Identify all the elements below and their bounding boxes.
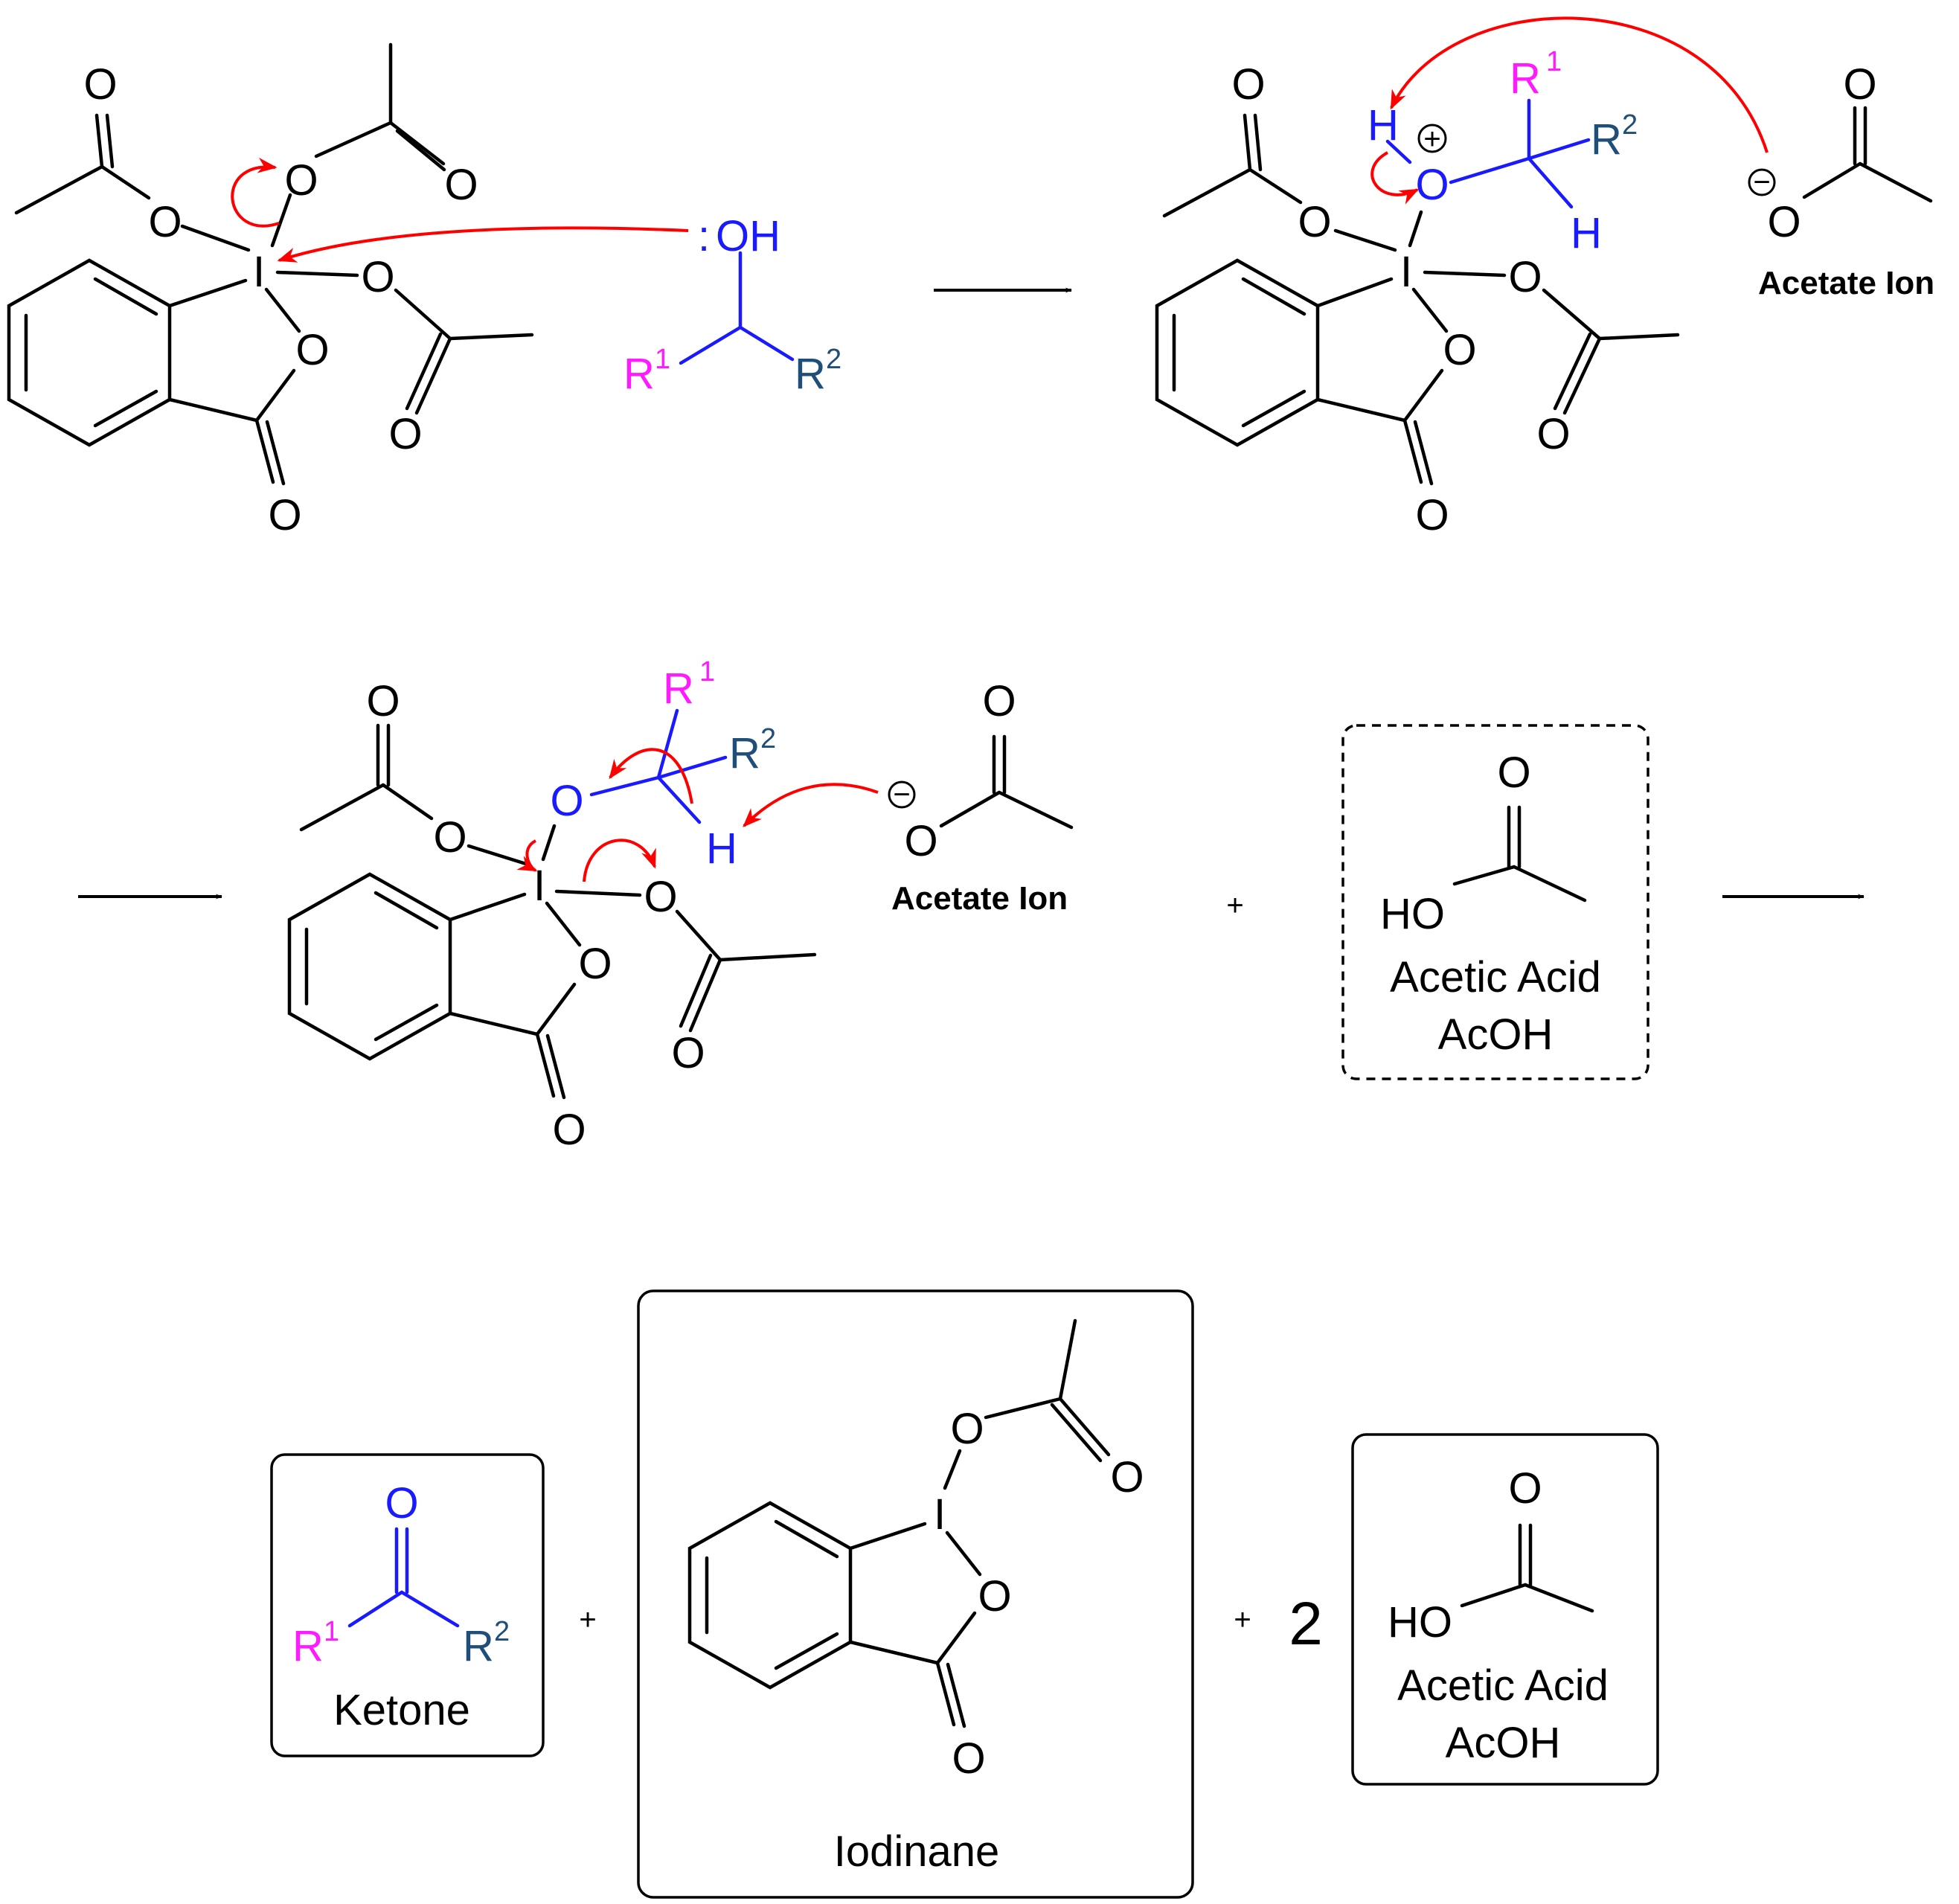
svg-text:2: 2 — [1622, 109, 1638, 141]
svg-text:HO: HO — [1380, 890, 1445, 938]
plus-sign: + — [579, 1603, 596, 1636]
alkoxy-group: O H R 1 R 2 — [550, 656, 776, 873]
svg-text:O: O — [444, 161, 478, 209]
protonated-intermediate — [1155, 113, 1680, 486]
acetate-ion-1: O O − Acetate Ion — [1748, 60, 1934, 301]
svg-text:O: O — [366, 677, 400, 725]
svg-text:O: O — [1110, 1453, 1144, 1501]
svg-text:O: O — [385, 1479, 418, 1528]
lone-pair: : — [698, 212, 710, 260]
svg-text:O: O — [1508, 1464, 1542, 1513]
svg-text:R: R — [663, 664, 694, 713]
svg-text:O: O — [148, 198, 182, 246]
negative-charge-icon — [888, 780, 916, 809]
alkoxy-periodinane-intermediate — [287, 723, 817, 1100]
svg-text:O: O — [433, 813, 466, 862]
svg-text:O: O — [578, 940, 612, 988]
svg-text:O: O — [388, 410, 422, 458]
acetic-acid-label: Acetic Acid — [1390, 953, 1601, 1001]
svg-text:O: O — [1298, 198, 1331, 246]
svg-text:O: O — [552, 1106, 586, 1154]
svg-text:O: O — [550, 777, 583, 825]
svg-text:O: O — [268, 491, 301, 539]
svg-text:R: R — [623, 350, 655, 398]
curved-electron-arrow-icon — [516, 748, 879, 882]
svg-text:1: 1 — [699, 656, 715, 687]
positive-charge-icon — [1417, 124, 1447, 153]
secondary-alcohol: : OH R 1 R 2 — [623, 212, 841, 398]
svg-text:R: R — [463, 1622, 494, 1670]
acetic-acid-byproduct-box: O HO Acetic Acid AcOH — [1341, 724, 1649, 1080]
svg-text:−: − — [1753, 166, 1770, 199]
svg-text:O: O — [950, 1405, 984, 1453]
svg-text:O: O — [978, 1572, 1011, 1621]
ketone-label: Ketone — [333, 1686, 470, 1734]
negative-charge-icon — [1748, 168, 1776, 196]
svg-text:2: 2 — [494, 1616, 510, 1647]
svg-text:H: H — [706, 824, 737, 873]
svg-text:2: 2 — [826, 344, 841, 375]
svg-text:O: O — [1536, 410, 1570, 458]
svg-text:O: O — [1508, 253, 1542, 301]
svg-text:O: O — [1415, 491, 1449, 539]
svg-text:I: I — [533, 862, 545, 910]
svg-text:1: 1 — [324, 1616, 339, 1647]
svg-text:I: I — [1400, 248, 1412, 296]
svg-text:O: O — [904, 817, 937, 865]
acetate-ion-label: Acetate Ion — [1758, 265, 1934, 301]
acetic-acid-label: Acetic Acid — [1397, 1661, 1609, 1710]
acetate-ion-label: Acetate Ion — [891, 880, 1068, 917]
acetic-acid-product-box: O HO Acetic Acid AcOH — [1351, 1433, 1659, 1786]
svg-text:O: O — [982, 677, 1016, 725]
svg-text:O: O — [1767, 198, 1801, 246]
curved-electron-arrow-icon — [231, 157, 689, 263]
iodine-atom: I — [253, 248, 265, 296]
svg-text:O: O — [671, 1029, 705, 1077]
svg-text:R: R — [1510, 54, 1541, 103]
svg-text:2: 2 — [760, 723, 776, 754]
svg-text:O: O — [952, 1734, 985, 1783]
svg-text:1: 1 — [655, 344, 670, 375]
svg-text:O: O — [1415, 161, 1449, 209]
svg-text:O: O — [644, 873, 677, 921]
acoh-label: AcOH — [1446, 1719, 1561, 1767]
svg-text:I: I — [934, 1490, 946, 1539]
svg-text:+: + — [1423, 123, 1440, 156]
protonated-alkoxy-group: H O H R 1 R 2 + — [1368, 46, 1638, 257]
svg-text:R: R — [292, 1622, 324, 1670]
iodinane-product-box: I O O O O Iodinane — [637, 1289, 1194, 1899]
dess-martin-periodinane — [7, 42, 534, 486]
svg-text:O: O — [284, 156, 318, 205]
svg-text:O: O — [1443, 326, 1476, 374]
svg-text:O: O — [361, 253, 394, 301]
svg-text:O: O — [1231, 60, 1265, 109]
iodinane-label: Iodinane — [834, 1827, 1000, 1876]
plus-sign: + — [1226, 889, 1243, 922]
intermediate-2-atom-labels: I O O O O O O — [1231, 60, 1570, 539]
plus-sign: + — [1234, 1603, 1251, 1636]
svg-text:−: − — [893, 778, 910, 811]
intermediate-3-atom-labels: I O O O O O O — [366, 677, 705, 1154]
stoichiometric-coefficient: 2 — [1289, 1590, 1323, 1658]
svg-text:R: R — [795, 350, 826, 398]
dmp-atom-labels: I O O O O O O O O — [83, 60, 478, 539]
svg-text:O: O — [1497, 749, 1530, 797]
svg-text:OH: OH — [716, 212, 780, 260]
svg-text:O: O — [83, 60, 117, 109]
ketone-product-box: O R 1 R 2 Ketone — [270, 1453, 545, 1757]
svg-text:1: 1 — [1546, 46, 1562, 77]
svg-text:H: H — [1368, 101, 1399, 150]
svg-text:R: R — [1591, 115, 1622, 164]
svg-text:HO: HO — [1388, 1598, 1452, 1647]
svg-text:O: O — [295, 326, 329, 374]
acoh-label: AcOH — [1438, 1010, 1554, 1059]
svg-text:H: H — [1571, 209, 1602, 257]
svg-text:R: R — [729, 729, 760, 778]
curved-electron-arrow-icon — [1370, 16, 1769, 205]
acetate-ion-2: O O − Acetate Ion — [888, 677, 1074, 917]
svg-text:O: O — [1843, 60, 1876, 109]
